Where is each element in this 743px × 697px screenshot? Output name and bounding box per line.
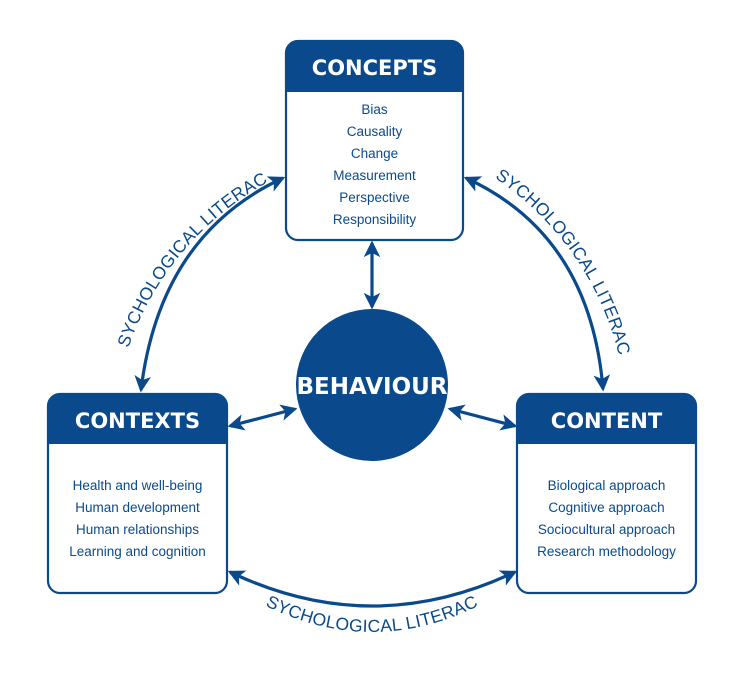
content-item: Sociocultural approach bbox=[538, 522, 675, 537]
contexts-header bbox=[48, 394, 227, 444]
contexts-item: Human development bbox=[75, 500, 200, 515]
content-item: Cognitive approach bbox=[548, 500, 664, 515]
contexts-item: Learning and cognition bbox=[69, 544, 206, 559]
behaviour-circle bbox=[296, 309, 448, 461]
content-box: CONTENT Biological approach Cognitive ap… bbox=[515, 392, 698, 595]
contexts-title: CONTEXTS bbox=[75, 409, 200, 433]
content-header bbox=[517, 394, 696, 444]
concepts-item: Causality bbox=[347, 124, 403, 139]
concepts-box: CONCEPTS Bias Causality Change Measureme… bbox=[284, 39, 465, 242]
concepts-item: Perspective bbox=[339, 190, 410, 205]
concepts-title: CONCEPTS bbox=[312, 56, 437, 80]
content-title: CONTENT bbox=[551, 409, 663, 433]
contexts-item: Human relationships bbox=[76, 522, 199, 537]
concepts-item: Measurement bbox=[333, 168, 416, 183]
arc-contexts-concepts bbox=[134, 176, 286, 393]
arrow-contexts-behaviour bbox=[227, 404, 298, 431]
arc-label-left: PSYCHOLOGICAL LITERACY bbox=[0, 0, 270, 350]
concepts-item: Bias bbox=[361, 102, 388, 117]
arrow-content-behaviour bbox=[447, 404, 518, 431]
concepts-item: Change bbox=[351, 146, 398, 161]
arc-concepts-content bbox=[463, 176, 611, 392]
contexts-item: Health and well-being bbox=[73, 478, 203, 493]
behaviour-label: BEHAVIOUR bbox=[296, 374, 447, 400]
behaviour-node: BEHAVIOUR bbox=[296, 309, 448, 461]
content-item: Biological approach bbox=[548, 478, 666, 493]
arc-contexts-content bbox=[227, 570, 518, 608]
concepts-item: Responsibility bbox=[333, 212, 417, 227]
content-item: Research methodology bbox=[537, 544, 676, 559]
concepts-header bbox=[286, 41, 463, 92]
contexts-box: CONTEXTS Health and well-being Human dev… bbox=[46, 392, 229, 595]
